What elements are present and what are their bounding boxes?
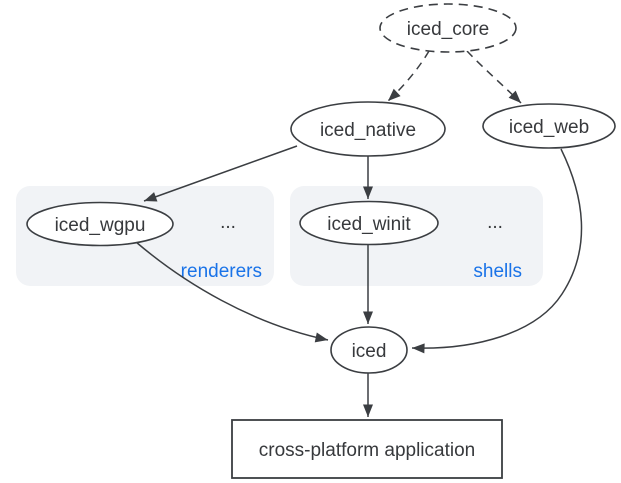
application-rect (231, 419, 503, 479)
iced_core-label: iced_core (407, 19, 489, 40)
iced_native-label: iced_native (320, 120, 416, 141)
iced-ellipse (330, 326, 408, 374)
edge-iced_wgpu-iced (135, 241, 329, 343)
node-iced_core: iced_core (379, 3, 517, 53)
node-application: cross-platform application (231, 419, 503, 479)
shells-ellipsis: ... (487, 212, 503, 233)
renderers-ellipsis: ... (220, 212, 236, 233)
iced_native-ellipse (290, 101, 446, 157)
iced_winit-label: iced_winit (327, 214, 411, 235)
edge-iced_core-iced_web (466, 50, 522, 104)
node-iced_native: iced_native (290, 101, 446, 157)
node-iced_winit: iced_winit (299, 200, 439, 246)
node-iced: iced (330, 326, 408, 374)
edge-iced_core-iced_native (387, 50, 430, 102)
node-iced_web: iced_web (482, 103, 616, 149)
iced_web-label: iced_web (509, 117, 589, 138)
application-label: cross-platform application (259, 440, 475, 461)
iced_web-ellipse (482, 103, 616, 149)
iced-label: iced (352, 341, 387, 362)
edge-iced_web-iced (411, 148, 583, 354)
shells-group-label: shells (473, 261, 522, 282)
iced_wgpu-label: iced_wgpu (55, 215, 146, 236)
iced_wgpu-ellipse (26, 201, 174, 247)
edges (135, 50, 583, 417)
iced_core-ellipse (379, 3, 517, 53)
node-iced_wgpu: iced_wgpu (26, 201, 174, 247)
edge-iced_native-iced_wgpu (143, 145, 298, 202)
renderers-group-label: renderers (181, 261, 262, 282)
iced_winit-ellipse (299, 200, 439, 246)
